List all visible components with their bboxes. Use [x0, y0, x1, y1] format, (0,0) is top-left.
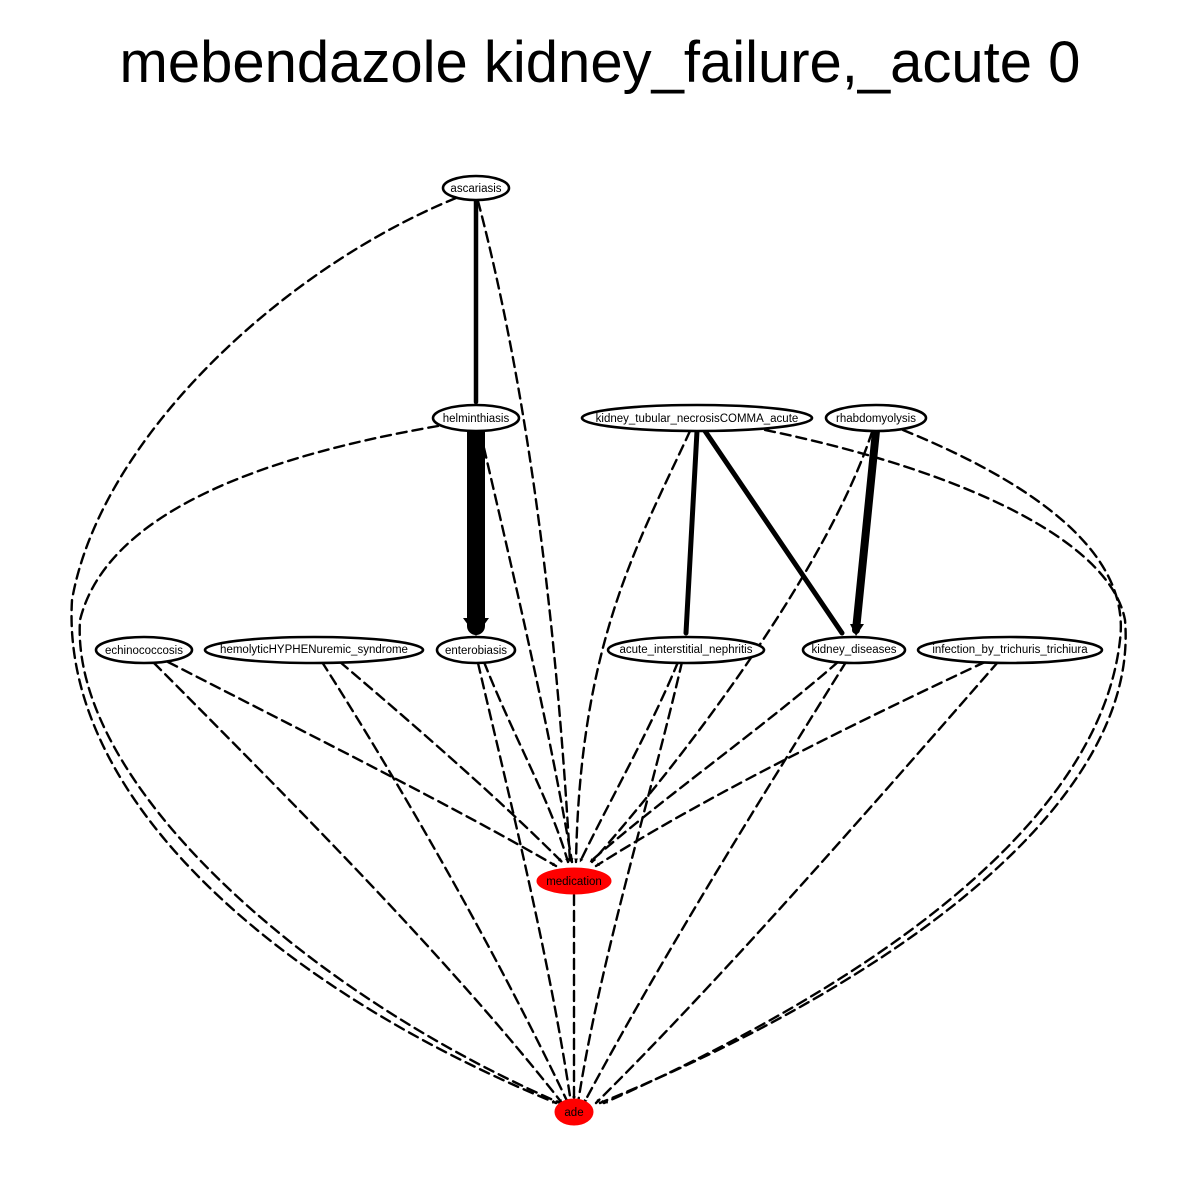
node-trichuris-shape — [916, 635, 1104, 665]
node-ascariasis[interactable]: ascariasis — [441, 174, 511, 202]
node-echinococcosis-shape — [94, 635, 194, 665]
edges-layer — [70, 196, 1127, 1105]
node-kidney-tubular-necrosis[interactable]: kidney_tubular_necrosisCOMMA_acute — [580, 403, 814, 433]
node-acute-nephritis-label: acute_interstitial_nephritis — [620, 644, 753, 656]
node-hemolytic-shape — [203, 635, 425, 665]
node-rhabdomyolysis-label: rhabdomyolysis — [836, 413, 916, 425]
edge-trichuris-medication — [594, 660, 987, 868]
heavy-arrowheads — [463, 618, 864, 636]
node-acute-nephritis-shape — [606, 635, 766, 665]
edge-kidney-tubular-kidney-diseases — [702, 428, 845, 636]
edge-helminthiasis-ade — [78, 424, 562, 1105]
edge-acute-nephritis-ade — [576, 660, 684, 1105]
edge-echinococcosis-ade — [152, 661, 564, 1105]
edge-trichuris-ade — [594, 660, 1000, 1105]
node-rhabdomyolysis[interactable]: rhabdomyolysis — [824, 403, 928, 433]
node-kidney-diseases[interactable]: kidney_diseases — [801, 635, 907, 665]
node-trichuris-label: infection_by_trichuris_trichiura — [932, 644, 1088, 656]
node-kidney-diseases-shape — [801, 635, 907, 665]
node-kidney-tubular-shape — [580, 403, 814, 433]
edge-hemolytic-medication — [338, 660, 564, 864]
node-enterobiasis-label: enterobiasis — [445, 645, 507, 657]
edge-kidney-tubular-ade — [598, 428, 1127, 1105]
node-medication[interactable]: medication — [536, 867, 612, 895]
edge-ascariasis-medication — [476, 199, 572, 864]
edge-helminthiasis-medication — [482, 446, 574, 864]
arrowhead-kidney-diseases — [850, 624, 864, 636]
node-enterobiasis[interactable]: enterobiasis — [435, 635, 517, 665]
edge-kidney-tubular-medication — [574, 429, 692, 864]
node-hemolytic-label: hemolyticHYPHENuremic_syndrome — [220, 644, 408, 656]
edge-ascariasis-ade — [70, 196, 558, 1105]
nodes-layer: ascariasis helminthiasis kidney_tubular_… — [94, 174, 1104, 1126]
node-ade[interactable]: ade — [554, 1098, 594, 1126]
edge-rhabdomyolysis-ade — [602, 428, 1123, 1105]
node-echinococcosis[interactable]: echinococcosis — [94, 635, 194, 665]
node-helminthiasis-label: helminthiasis — [443, 413, 510, 425]
graph-title: mebendazole kidney_failure,_acute 0 — [120, 30, 1081, 95]
node-helminthiasis-shape — [431, 403, 521, 433]
node-medication-shape — [536, 867, 612, 895]
arrowhead-enterobiasis — [463, 618, 489, 636]
node-helminthiasis[interactable]: helminthiasis — [431, 403, 521, 433]
node-enterobiasis-shape — [435, 635, 517, 665]
edge-acute-nephritis-medication — [578, 660, 680, 864]
node-acute-interstitial-nephritis[interactable]: acute_interstitial_nephritis — [606, 635, 766, 665]
node-ade-shape — [554, 1098, 594, 1126]
node-kidney-tubular-label: kidney_tubular_necrosisCOMMA_acute — [596, 413, 799, 425]
node-rhabdomyolysis-shape — [824, 403, 928, 433]
edge-echinococcosis-medication — [166, 660, 558, 868]
node-kidney-diseases-label: kidney_diseases — [811, 644, 896, 656]
edge-rhabdomyolysis-kidney-diseases — [852, 427, 880, 634]
edge-hemolytic-ade — [320, 660, 570, 1105]
edge-kidney-tubular-acute-nephritis — [683, 428, 700, 636]
edge-enterobiasis-medication — [482, 660, 570, 864]
node-ascariasis-label: ascariasis — [450, 183, 501, 195]
edge-enterobiasis-ade — [476, 661, 573, 1105]
node-infection-by-trichuris-trichiura[interactable]: infection_by_trichuris_trichiura — [916, 635, 1104, 665]
node-ade-label: ade — [564, 1107, 583, 1119]
node-echinococcosis-label: echinococcosis — [105, 645, 183, 657]
edge-kidney-diseases-medication — [588, 660, 840, 864]
edge-kidney-diseases-ade — [582, 660, 848, 1105]
node-hemolytic-uremic-syndrome[interactable]: hemolyticHYPHENuremic_syndrome — [203, 635, 425, 665]
node-ascariasis-shape — [441, 174, 511, 202]
node-medication-label: medication — [546, 876, 602, 888]
